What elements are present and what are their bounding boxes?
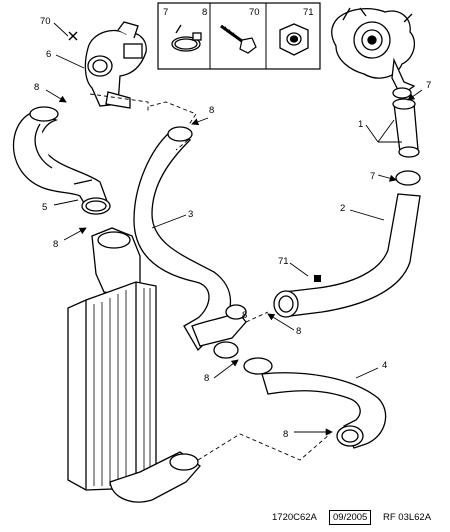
callout-4: 4 — [382, 360, 387, 371]
legend-number-70: 70 — [249, 7, 260, 18]
part-reference: RF 03L62A — [383, 512, 432, 523]
hose-5 — [12, 106, 111, 215]
legend-number-7: 7 — [163, 7, 168, 18]
callout-7-b: 7 — [370, 171, 375, 182]
legend-number-71: 71 — [303, 7, 314, 18]
leader-lines — [45, 22, 423, 436]
hose-2 — [273, 170, 421, 318]
callout-8-g: 8 — [242, 310, 247, 321]
callout-8-a: 8 — [34, 82, 39, 93]
fastener-legend: 7 8 70 71 — [157, 2, 321, 70]
drawing-footer: 1720C62A 09/2005 RF 03L62A — [272, 510, 448, 526]
callout-7-a: 7 — [426, 80, 431, 91]
intercooler — [67, 227, 201, 503]
callout-1: 1 — [358, 119, 363, 130]
legend-number-8: 8 — [202, 7, 207, 18]
callout-3: 3 — [188, 209, 193, 220]
drawing-reference: 1720C62A — [272, 512, 317, 523]
callout-6: 6 — [46, 49, 51, 60]
valve-body — [84, 21, 147, 109]
nut-icon — [279, 23, 309, 56]
callout-labels: 70 6 8 8 5 8 3 7 1 7 2 71 8 8 4 8 8 — [34, 16, 431, 440]
drawing-date: 09/2005 — [329, 510, 372, 525]
callout-8-f: 8 — [283, 429, 288, 440]
cross-marker-icon — [68, 31, 78, 41]
callout-8-e: 8 — [204, 373, 209, 384]
bolt-icon — [220, 24, 257, 54]
square-marker-icon — [314, 275, 321, 282]
callout-5: 5 — [42, 202, 47, 213]
callout-2: 2 — [340, 203, 345, 214]
hose-1 — [392, 98, 420, 158]
callout-8-d: 8 — [296, 326, 301, 337]
callout-70: 70 — [40, 16, 51, 27]
hose-3 — [133, 126, 247, 359]
callout-8-b: 8 — [209, 105, 214, 116]
callout-8-c: 8 — [53, 239, 58, 250]
hose-clamp-icon — [171, 24, 202, 52]
turbocharger — [331, 7, 416, 99]
hose-4 — [243, 357, 387, 449]
callout-71: 71 — [278, 256, 289, 267]
